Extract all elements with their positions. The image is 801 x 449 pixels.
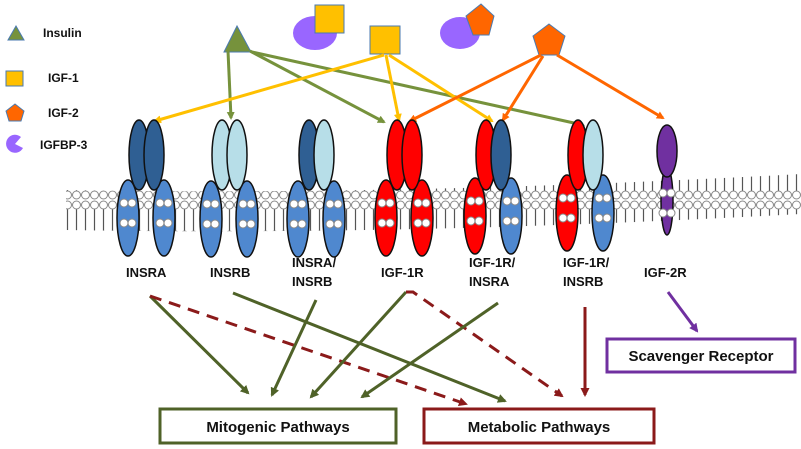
arrow-insra-insrb-mitogenic bbox=[270, 299, 318, 397]
outcome-metabolic: Metabolic Pathways bbox=[422, 407, 656, 445]
beta-subunit bbox=[322, 180, 346, 258]
receptor-igf2r bbox=[656, 124, 678, 236]
alpha-subunit bbox=[582, 119, 604, 191]
label-igf1r-insrb-line2: INSRB bbox=[563, 274, 603, 289]
receptor-insra-insrb bbox=[286, 119, 346, 258]
legend-item-igfbp3: IGFBP-3 bbox=[6, 134, 88, 153]
membrane-lipid-overlay bbox=[202, 199, 220, 229]
arrow-insulin-igf1r bbox=[249, 49, 386, 124]
arrow-igf1r-insra-mitogenic bbox=[360, 301, 499, 399]
metabolic-pathways-label: Metabolic Pathways bbox=[468, 419, 611, 436]
ligand-arrows bbox=[153, 49, 665, 128]
legend-item-insulin: Insulin bbox=[7, 24, 82, 41]
ligand-igf2-igfbp3-complex bbox=[440, 3, 495, 49]
pentagon-icon bbox=[532, 23, 566, 56]
beta-subunit bbox=[286, 180, 310, 258]
membrane-lipid-overlay bbox=[377, 198, 395, 228]
label-igf2r: IGF-2R bbox=[644, 265, 687, 280]
receptor-insrb bbox=[199, 119, 259, 258]
ligand-insulin bbox=[223, 24, 252, 53]
igfbp3-icon bbox=[6, 134, 23, 153]
label-insra: INSRA bbox=[126, 265, 167, 280]
beta-subunit bbox=[463, 177, 487, 255]
membrane-lipid-overlay bbox=[119, 198, 137, 228]
alpha-subunit bbox=[143, 119, 165, 191]
legend-label: IGF-2 bbox=[48, 106, 79, 120]
membrane-lipid-overlay bbox=[658, 188, 676, 218]
outcome-mitogenic: Mitogenic Pathways bbox=[158, 407, 398, 445]
ligand-igf2 bbox=[532, 23, 566, 56]
square-icon bbox=[5, 70, 24, 87]
beta-subunit bbox=[116, 179, 140, 257]
arrow-insra-metabolic bbox=[149, 294, 468, 406]
arrow-insra-mitogenic bbox=[148, 294, 250, 395]
receptor-igf1r-insra bbox=[463, 119, 523, 255]
outcome-scavenger: Scavenger Receptor bbox=[605, 337, 797, 374]
label-igf1r-insrb-line1: IGF-1R/ bbox=[563, 255, 610, 270]
pathway-arrows bbox=[148, 290, 699, 406]
membrane-lipid-overlay bbox=[466, 196, 484, 226]
membrane-lipid-overlay bbox=[325, 199, 343, 229]
pentagon-icon bbox=[465, 3, 495, 36]
triangle-icon bbox=[223, 24, 252, 53]
square-icon bbox=[314, 4, 345, 34]
arrow-insrb-metabolic bbox=[232, 291, 507, 403]
arrow-insulin-igf1r-insrb bbox=[251, 50, 585, 128]
membrane-lipid-overlay bbox=[594, 193, 612, 223]
triangle-icon bbox=[7, 24, 25, 41]
beta-subunit bbox=[199, 180, 223, 258]
arrow-igf2-igf1r bbox=[408, 53, 542, 123]
alpha-subunit bbox=[226, 119, 248, 191]
label-insrb: INSRB bbox=[210, 265, 250, 280]
arrow-igf1-igf1r-insra bbox=[388, 53, 494, 123]
membrane-lipid-overlay bbox=[238, 199, 256, 229]
legend-label: IGFBP-3 bbox=[40, 138, 88, 152]
label-insra-insrb-line1: INSRA/ bbox=[292, 255, 336, 270]
arrow-igf2-igf2r bbox=[556, 53, 665, 120]
pentagon-icon bbox=[5, 103, 25, 122]
mitogenic-pathways-label: Mitogenic Pathways bbox=[206, 419, 349, 436]
receptor-igf1r-insrb bbox=[555, 119, 615, 252]
legend-label: Insulin bbox=[43, 26, 82, 40]
alpha-subunit bbox=[656, 124, 678, 178]
label-insra-insrb-line2: INSRB bbox=[292, 274, 332, 289]
receptor-igf1r bbox=[374, 119, 434, 257]
ligand-igf1 bbox=[369, 25, 401, 55]
beta-subunit bbox=[410, 179, 434, 257]
arrow-igf1r-metabolic bbox=[406, 290, 564, 398]
label-igf1r: IGF-1R bbox=[381, 265, 424, 280]
arrow-igf1-insra bbox=[153, 53, 385, 124]
arrow-igf2r-scavenger bbox=[666, 291, 699, 333]
alpha-subunit bbox=[313, 119, 335, 191]
membrane-lipid-overlay bbox=[155, 198, 173, 228]
legend-label: IGF-1 bbox=[48, 71, 79, 85]
legend-item-igf2: IGF-2 bbox=[5, 103, 79, 122]
alpha-subunit bbox=[401, 119, 423, 191]
arrow-igf1r-mitogenic bbox=[309, 290, 408, 399]
membrane-lipid-overlay bbox=[289, 199, 307, 229]
membrane-lipid-overlay bbox=[502, 196, 520, 226]
membrane-lipid-overlay bbox=[558, 193, 576, 223]
receptor-insra bbox=[116, 119, 176, 257]
arrow-insulin-insrb bbox=[226, 50, 235, 120]
arrow-igf1-igf1r bbox=[384, 54, 402, 122]
beta-subunit bbox=[374, 179, 398, 257]
legend-item-igf1: IGF-1 bbox=[5, 70, 79, 87]
alpha-subunit bbox=[490, 119, 512, 191]
beta-subunit bbox=[235, 180, 259, 258]
beta-subunit bbox=[152, 179, 176, 257]
ligand-igf1-igfbp3-complex bbox=[293, 4, 345, 50]
label-igf1r-insra-line2: INSRA bbox=[469, 274, 510, 289]
arrow-igf2-igf1r-insra bbox=[501, 55, 545, 122]
square-icon bbox=[369, 25, 401, 55]
receptors bbox=[116, 119, 678, 258]
label-igf1r-insra-line1: IGF-1R/ bbox=[469, 255, 516, 270]
scavenger-receptor-label: Scavenger Receptor bbox=[628, 348, 773, 365]
membrane-lipid-overlay bbox=[413, 198, 431, 228]
receptor-labels: INSRA INSRB INSRA/ INSRB IGF-1R IGF-1R/ … bbox=[126, 255, 687, 289]
legend: Insulin IGF-1 IGF-2 IGFBP-3 bbox=[5, 24, 88, 153]
